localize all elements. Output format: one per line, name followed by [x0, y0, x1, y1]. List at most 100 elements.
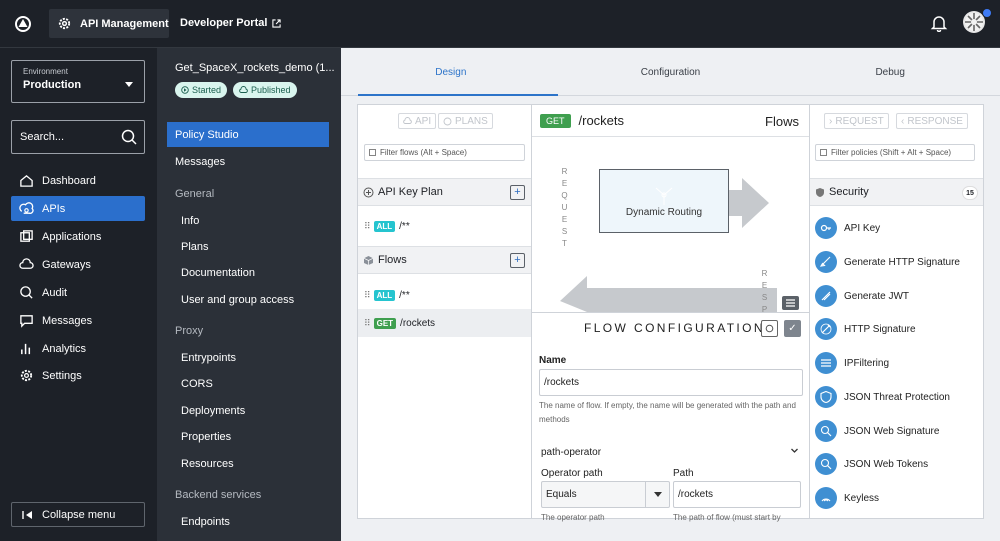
add-plan-flow-button[interactable]: +: [510, 185, 525, 200]
subnav-documentation[interactable]: Documentation: [181, 266, 255, 279]
confirm-button[interactable]: ✓: [784, 320, 801, 337]
api-toggle-button[interactable]: API: [398, 113, 437, 129]
subnav-heading-backend: Backend services: [175, 489, 262, 501]
reset-button[interactable]: [761, 320, 778, 337]
active-tab-indicator: [358, 94, 558, 96]
sidebar-item-gateways[interactable]: Gateways: [11, 252, 145, 277]
subnav-messages[interactable]: Messages: [175, 155, 226, 168]
environment-select[interactable]: Environment Production: [11, 60, 145, 103]
path-label: Path: [673, 468, 694, 479]
filter-policies-placeholder: Filter policies (Shift + Alt + Space): [831, 148, 952, 157]
threat-shield-icon: [815, 386, 837, 408]
policy-item[interactable]: IPFiltering: [815, 350, 980, 376]
drag-handle-icon[interactable]: ⠿: [364, 220, 371, 231]
request-toggle-button[interactable]: › REQUEST: [824, 113, 889, 129]
key-plan-icon: [363, 187, 374, 198]
subnav-info[interactable]: Info: [181, 214, 200, 227]
sidebar-item-applications[interactable]: Applications: [11, 224, 145, 249]
sidebar-item-audit[interactable]: Audit: [11, 280, 145, 305]
search-input[interactable]: Search...: [11, 120, 145, 154]
flows-section-header[interactable]: Flows +: [358, 246, 531, 274]
sidebar-item-apis[interactable]: APIs: [11, 196, 145, 221]
sidebar-item-messages[interactable]: Messages: [11, 308, 145, 333]
sidebar-item-settings[interactable]: Settings: [11, 363, 145, 388]
subnav-user-group-access[interactable]: User and group access: [181, 293, 295, 306]
flow-configuration-panel: FLOW CONFIGURATION ✓ Name /rockets The n…: [532, 312, 809, 522]
applications-icon: [19, 229, 34, 244]
avatar[interactable]: [963, 11, 985, 33]
status-badge-started: Started: [175, 82, 228, 98]
api-sidebar: Get_SpaceX_rockets_demo (1... Started Pu…: [157, 48, 341, 541]
policy-item[interactable]: JSON Threat Protection: [815, 384, 980, 410]
policy-item[interactable]: JSON Web Signature: [815, 418, 980, 444]
policies-panel: › REQUEST ‹ RESPONSE Filter policies (Sh…: [810, 105, 983, 518]
chevron-down-icon[interactable]: [790, 446, 799, 455]
toggle-panel-icon[interactable]: [782, 296, 799, 310]
subnav-deployments[interactable]: Deployments: [181, 404, 246, 417]
product-switcher[interactable]: API Management: [49, 9, 169, 38]
drag-handle-icon[interactable]: ⠿: [364, 289, 371, 300]
gateways-icon: [19, 257, 34, 272]
drag-handle-icon[interactable]: ⠿: [364, 317, 371, 328]
tab-configuration[interactable]: Configuration: [640, 66, 701, 78]
logo-icon[interactable]: [14, 15, 32, 33]
policy-item[interactable]: Generate JWT: [815, 283, 980, 309]
method-badge: GET: [373, 317, 397, 329]
policy-item[interactable]: Keyless: [815, 485, 980, 511]
policy-name: IPFiltering: [844, 357, 890, 369]
subnav-endpoints[interactable]: Endpoints: [181, 515, 230, 528]
policy-card-dynamic-routing[interactable]: Dynamic Routing: [599, 169, 729, 233]
plans-toggle-button[interactable]: PLANS: [438, 113, 493, 129]
api-title: Get_SpaceX_rockets_demo (1...: [175, 62, 335, 74]
flow-row[interactable]: ⠿ ALL /**: [358, 281, 531, 309]
filter-policies-input[interactable]: Filter policies (Shift + Alt + Space): [815, 144, 975, 161]
caret-down-icon: [125, 82, 133, 87]
policy-item[interactable]: HTTP Signature: [815, 316, 980, 342]
tab-design[interactable]: Design: [435, 66, 467, 78]
policy-item[interactable]: Generate HTTP Signature: [815, 249, 980, 275]
response-toggle-button[interactable]: ‹ RESPONSE: [896, 113, 968, 129]
subnav-heading-proxy: Proxy: [175, 325, 204, 337]
add-flow-button[interactable]: +: [510, 253, 525, 268]
sidebar-item-label: Settings: [42, 369, 82, 382]
plan-section-header[interactable]: API Key Plan +: [358, 178, 531, 206]
operator-path-select[interactable]: Equals: [541, 481, 670, 508]
collapse-icon: [22, 510, 34, 520]
name-field[interactable]: /rockets: [539, 369, 803, 396]
security-section-header[interactable]: Security 15: [810, 178, 983, 206]
operator-path-label: Operator path: [541, 468, 603, 479]
plans-icon: [443, 117, 452, 126]
tab-debug[interactable]: Debug: [875, 66, 905, 78]
flow-row-selected[interactable]: ⠿ GET /rockets: [358, 309, 531, 337]
path-field[interactable]: /rockets: [673, 481, 801, 508]
policy-name: Generate HTTP Signature: [844, 256, 960, 268]
developer-portal-link[interactable]: Developer Portal: [180, 17, 282, 29]
environment-label: Environment: [23, 67, 68, 76]
sidebar-item-analytics[interactable]: Analytics: [11, 336, 145, 361]
policy-item[interactable]: API Key: [815, 215, 980, 241]
routing-icon: [649, 185, 679, 207]
sidebar-item-label: Applications: [42, 230, 102, 243]
path-operator-label: path-operator: [541, 447, 602, 458]
chevron-right-icon: ›: [829, 115, 833, 127]
bell-icon[interactable]: [930, 14, 948, 32]
main-sidebar: Environment Production Search... Dashboa…: [0, 48, 157, 541]
subnav-properties[interactable]: Properties: [181, 430, 232, 443]
subnav-plans[interactable]: Plans: [181, 240, 209, 253]
subnav-entrypoints[interactable]: Entrypoints: [181, 351, 237, 364]
policy-item[interactable]: JSON Web Tokens: [815, 451, 980, 477]
collapse-menu-button[interactable]: Collapse menu: [11, 502, 145, 527]
filter-flows-placeholder: Filter flows (Alt + Space): [380, 148, 467, 157]
ip-filter-icon: [815, 352, 837, 374]
status-badge-published: Published: [233, 82, 297, 98]
developer-portal-label: Developer Portal: [180, 17, 268, 29]
subnav-resources[interactable]: Resources: [181, 457, 234, 470]
flow-row[interactable]: ⠿ ALL /**: [358, 212, 531, 240]
subnav-policy-studio[interactable]: Policy Studio: [167, 122, 329, 147]
sidebar-item-dashboard[interactable]: Dashboard: [11, 168, 145, 193]
filter-flows-input[interactable]: Filter flows (Alt + Space): [364, 144, 525, 161]
subnav-cors[interactable]: CORS: [181, 377, 213, 390]
search-placeholder: Search...: [20, 131, 65, 143]
web-signature-icon: [815, 420, 837, 442]
